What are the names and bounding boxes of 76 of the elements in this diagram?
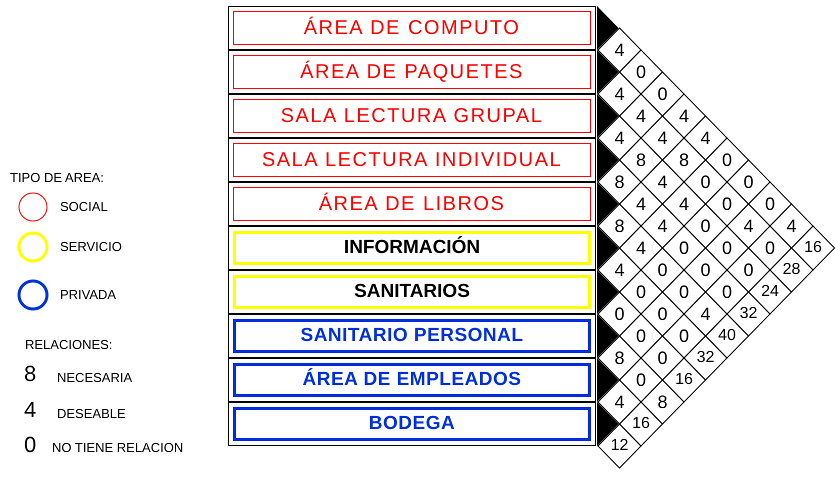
total-value: 40 bbox=[717, 326, 737, 346]
matrix-value: 4 bbox=[634, 194, 647, 214]
matrix-value: 4 bbox=[742, 216, 754, 236]
matrix-value: 0 bbox=[656, 260, 668, 280]
legend-heading: RELACIONES: bbox=[25, 337, 112, 352]
total-value: 32 bbox=[738, 304, 758, 324]
matrix-value: 4 bbox=[785, 216, 798, 236]
total-value: 24 bbox=[760, 282, 780, 302]
area-name-box: SALA LECTURA INDIVIDUAL bbox=[233, 143, 591, 177]
matrix-value: 0 bbox=[656, 84, 668, 104]
matrix-value: 0 bbox=[678, 282, 690, 302]
matrix-value: 8 bbox=[678, 150, 690, 170]
matrix-value: 4 bbox=[634, 106, 647, 126]
area-name-box: ÁREA DE PAQUETES bbox=[233, 55, 591, 89]
total-value: 28 bbox=[782, 260, 802, 280]
matrix-value: 0 bbox=[634, 282, 647, 302]
matrix-value: 0 bbox=[678, 326, 690, 346]
legend-label: PRIVADA bbox=[60, 287, 116, 303]
area-name-box: ÁREA DE EMPLEADOS bbox=[233, 363, 591, 397]
matrix-value: 0 bbox=[764, 194, 776, 214]
area-name-box: SALA LECTURA GRUPAL bbox=[233, 99, 591, 133]
matrix-value: 8 bbox=[613, 348, 626, 368]
matrix-value: 0 bbox=[634, 326, 647, 346]
matrix-value: 0 bbox=[720, 150, 733, 170]
area-name-box: SANITARIO PERSONAL bbox=[233, 319, 591, 353]
total-value: 16 bbox=[631, 414, 651, 434]
matrix-value: 4 bbox=[613, 40, 626, 60]
area-name-box: BODEGA bbox=[233, 407, 591, 441]
legend-label: SERVICIO bbox=[60, 239, 122, 255]
matrix-value: 4 bbox=[613, 392, 626, 412]
relation-value: 0 bbox=[24, 433, 36, 457]
total-value: 16 bbox=[803, 238, 823, 258]
matrix-value: 8 bbox=[613, 216, 626, 236]
relation-value: 8 bbox=[24, 362, 36, 386]
matrix-value: 8 bbox=[613, 172, 626, 192]
matrix-value: 4 bbox=[678, 194, 690, 214]
area-name-box: SANITARIOS bbox=[233, 275, 591, 309]
matrix-value: 0 bbox=[764, 238, 776, 258]
matrix-value: 4 bbox=[613, 128, 626, 148]
matrix-value: 0 bbox=[699, 172, 712, 192]
matrix-value: 4 bbox=[613, 84, 626, 104]
matrix-value: 0 bbox=[656, 348, 668, 368]
relation-description: NO TIENE RELACION bbox=[52, 440, 184, 455]
matrix-value: 0 bbox=[634, 370, 647, 390]
matrix-value: 0 bbox=[720, 194, 733, 214]
matrix-value: 0 bbox=[634, 62, 647, 82]
relation-value: 4 bbox=[24, 398, 36, 422]
matrix-value: 4 bbox=[699, 128, 712, 148]
matrix-value: 0 bbox=[699, 260, 712, 280]
matrix-value: 4 bbox=[656, 216, 668, 236]
matrix-value: 4 bbox=[656, 172, 668, 192]
matrix-value: 4 bbox=[656, 128, 668, 148]
matrix-value: 4 bbox=[678, 106, 690, 126]
legend-label: SOCIAL bbox=[60, 199, 108, 215]
legend-heading: TIPO DE AREA: bbox=[10, 170, 104, 185]
total-value: 8 bbox=[656, 392, 668, 412]
area-name-box: ÁREA DE LIBROS bbox=[233, 187, 591, 221]
area-name-box: INFORMACIÓN bbox=[233, 231, 591, 265]
matrix-value: 0 bbox=[742, 172, 754, 192]
matrix-value: 4 bbox=[634, 238, 647, 258]
matrix-value: 0 bbox=[742, 260, 754, 280]
total-value: 32 bbox=[696, 348, 716, 368]
matrix-value: 0 bbox=[699, 216, 712, 236]
relation-description: DESEABLE bbox=[57, 406, 126, 421]
area-name-box: ÁREA DE COMPUTO bbox=[233, 11, 591, 45]
matrix-value: 4 bbox=[613, 260, 626, 280]
matrix-value: 0 bbox=[613, 304, 626, 324]
matrix-value: 8 bbox=[634, 150, 647, 170]
relation-description: NECESARIA bbox=[57, 370, 132, 385]
total-value: 12 bbox=[610, 436, 630, 456]
matrix-value: 0 bbox=[678, 238, 690, 258]
matrix-value: 0 bbox=[720, 282, 733, 302]
matrix-value: 0 bbox=[656, 304, 668, 324]
total-value: 16 bbox=[674, 370, 694, 390]
matrix-value: 4 bbox=[699, 304, 712, 324]
matrix-value: 0 bbox=[720, 238, 733, 258]
